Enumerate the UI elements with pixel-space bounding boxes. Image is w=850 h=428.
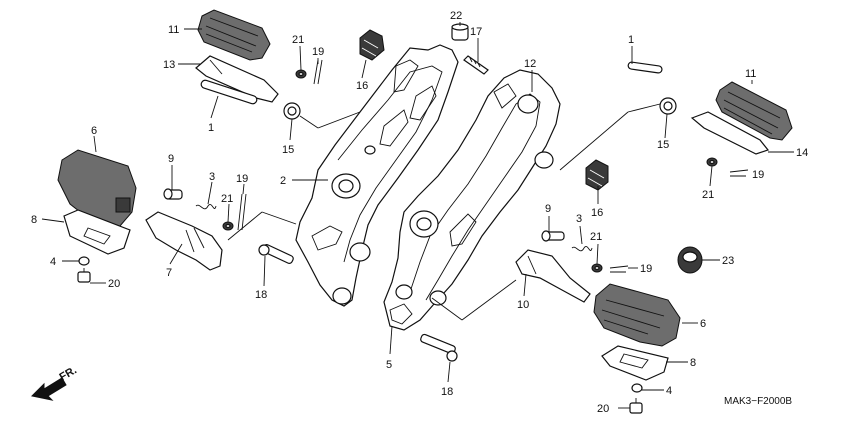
callout-4: 4: [50, 256, 56, 268]
right-step-holder-bracket: [383, 69, 561, 331]
callout-13: 13: [163, 59, 175, 71]
callout-21: 21: [221, 193, 233, 205]
callout-19: 19: [312, 46, 324, 58]
washer-21-b: [706, 157, 718, 167]
callout-15: 15: [282, 144, 294, 156]
footpeg-10: [515, 249, 591, 303]
callout-3: 3: [576, 213, 582, 225]
callout-21: 21: [590, 231, 602, 243]
callout-6: 6: [91, 125, 97, 137]
callout-20: 20: [597, 403, 609, 415]
callout-2: 2: [280, 175, 286, 187]
pin-9-left: [163, 188, 183, 200]
front-direction-arrow: FR.: [30, 364, 79, 401]
callout-15: 15: [657, 139, 669, 151]
bolt-18-right: [420, 333, 458, 362]
callout-16: 16: [356, 80, 368, 92]
callout-17: 17: [470, 26, 482, 38]
footpeg-plate-8-left: [63, 209, 131, 255]
washer-21-a: [295, 69, 307, 79]
washer-15-b: [659, 97, 677, 115]
rubber-16-b: [585, 159, 609, 191]
callout-19: 19: [640, 263, 652, 275]
rubber-16-a: [359, 29, 385, 61]
spring-3-left: [195, 204, 217, 210]
washer-21-c: [222, 221, 234, 231]
bolt-20-left: [77, 268, 91, 283]
callout-22: 22: [450, 10, 462, 22]
callout-21: 21: [702, 189, 714, 201]
callout-19: 19: [236, 173, 248, 185]
washer-15-a: [283, 102, 301, 120]
nut-4-right: [631, 383, 643, 393]
cotter-pin-19-a: [313, 59, 323, 85]
callout-8: 8: [31, 214, 37, 226]
footpeg-rubber-6-left: [57, 149, 137, 227]
rear-footpeg-bar-left: [195, 55, 279, 103]
callout-16: 16: [591, 207, 603, 219]
footpeg-rubber-6-right: [593, 283, 681, 347]
callout-9: 9: [168, 153, 174, 165]
pin-9-right: [541, 230, 565, 242]
callout-23: 23: [722, 255, 734, 267]
bolt-20-right: [629, 398, 643, 414]
left-step-holder-bracket: [295, 44, 459, 307]
callout-12: 12: [524, 58, 536, 70]
callout-3: 3: [209, 171, 215, 183]
rear-footpeg-rubber-left: [197, 9, 271, 61]
bolt-17: [463, 55, 489, 75]
front-marker-label: FR.: [58, 364, 79, 383]
pin-1-right: [627, 61, 663, 74]
callout-4: 4: [666, 385, 672, 397]
cotter-pin-19-d: [609, 265, 629, 273]
cotter-pin-19-c: [237, 193, 247, 231]
pin-1-left: [200, 79, 258, 105]
cotter-pin-19-b: [729, 169, 749, 177]
leader-lines: [41, 22, 794, 409]
callout-10: 10: [517, 299, 529, 311]
footpeg-plate-8-right: [601, 345, 669, 381]
bolt-18-left: [258, 243, 294, 265]
collar-22: [451, 23, 469, 41]
callout-20: 20: [108, 278, 120, 290]
footpeg-7: [145, 211, 223, 271]
spring-3-right: [571, 246, 593, 252]
callout-11: 11: [745, 68, 756, 80]
callout-18: 18: [255, 289, 267, 301]
nut-4-left: [78, 256, 90, 266]
callout-14: 14: [796, 147, 808, 159]
rear-footpeg-rubber-right: [715, 81, 793, 141]
callout-19: 19: [752, 169, 764, 181]
washer-21-d: [591, 263, 603, 273]
callout-18: 18: [441, 386, 453, 398]
callout-11: 11: [168, 24, 179, 36]
callout-8: 8: [690, 357, 696, 369]
callout-5: 5: [386, 359, 392, 371]
callout-1: 1: [628, 34, 634, 46]
rear-footpeg-bar-right: [690, 111, 770, 155]
callout-labels: 11 13 1 21 19 16 15 22 17 12 1 11 15 14 …: [31, 10, 808, 415]
callout-9: 9: [545, 203, 551, 215]
diagram-code: MAK3−F2000B: [724, 396, 792, 407]
callout-21: 21: [292, 34, 304, 46]
callout-6: 6: [700, 318, 706, 330]
callout-1: 1: [208, 122, 214, 134]
rubber-23: [677, 246, 703, 274]
callout-7: 7: [166, 267, 172, 279]
